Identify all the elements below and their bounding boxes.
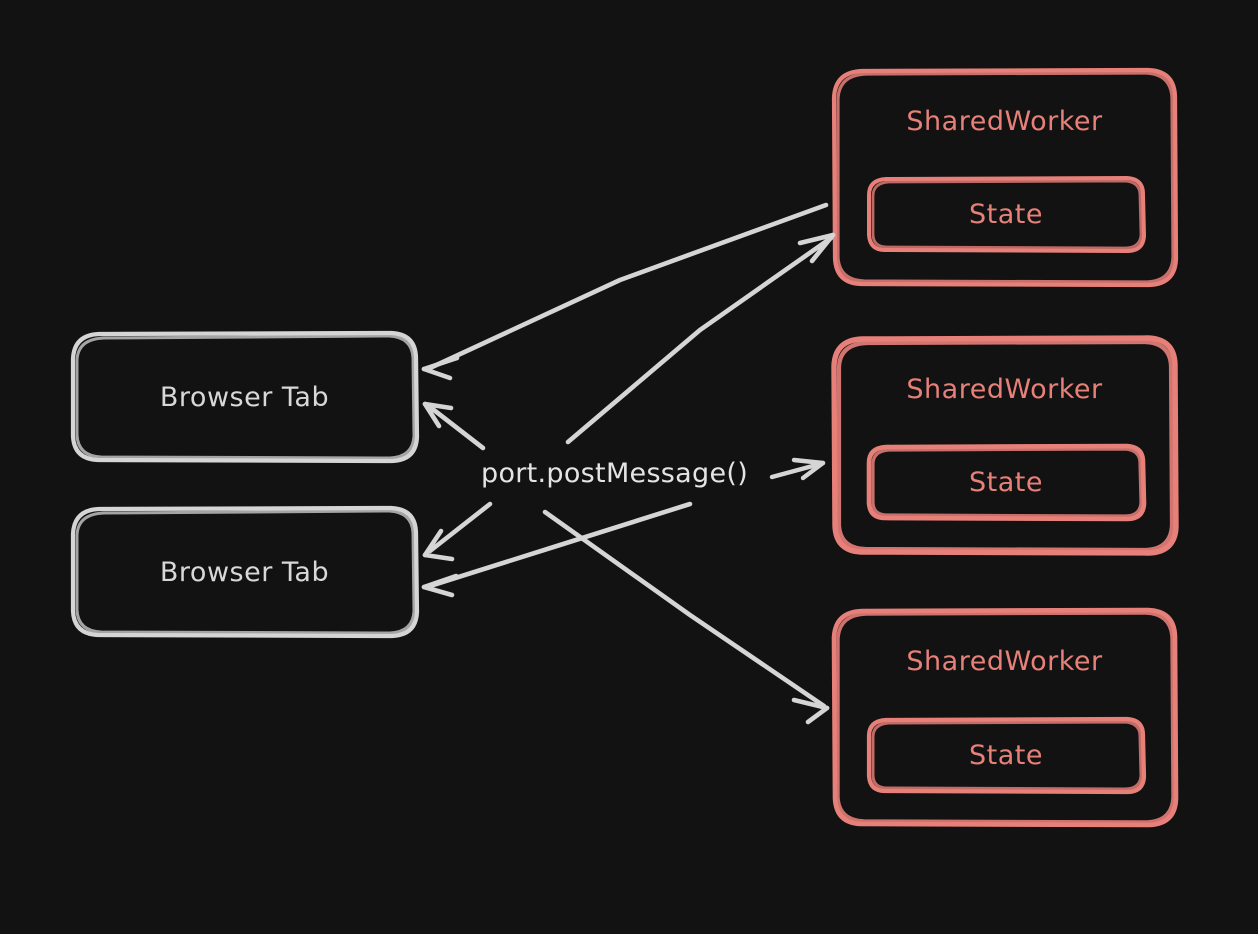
port-postmessage-label: port.postMessage() (481, 458, 749, 489)
arrow-label-to-sharedworker3 (542, 509, 830, 725)
arrow-label-to-tab2 (422, 501, 493, 562)
browser-tab-1-box[interactable] (70, 330, 420, 464)
sharedworker-2-state-box[interactable] (866, 443, 1147, 522)
arrow-sharedworker1-to-tab1 (421, 202, 829, 381)
arrow-label-to-tab1 (422, 401, 486, 451)
sharedworker-3-state-box[interactable] (866, 716, 1147, 795)
arrow-label-to-sharedworker2 (769, 457, 826, 481)
browser-tab-2-box[interactable] (70, 505, 420, 639)
sharedworker-1-state-box[interactable] (867, 176, 1146, 253)
arrow-sharedworker2-to-tab2 (421, 501, 693, 598)
sharedworker-1-box[interactable] (831, 67, 1179, 288)
sharedworker-2-box[interactable] (831, 335, 1179, 556)
arrow-label-to-sharedworker1 (565, 232, 836, 445)
sharedworker-3-box[interactable] (831, 607, 1179, 828)
